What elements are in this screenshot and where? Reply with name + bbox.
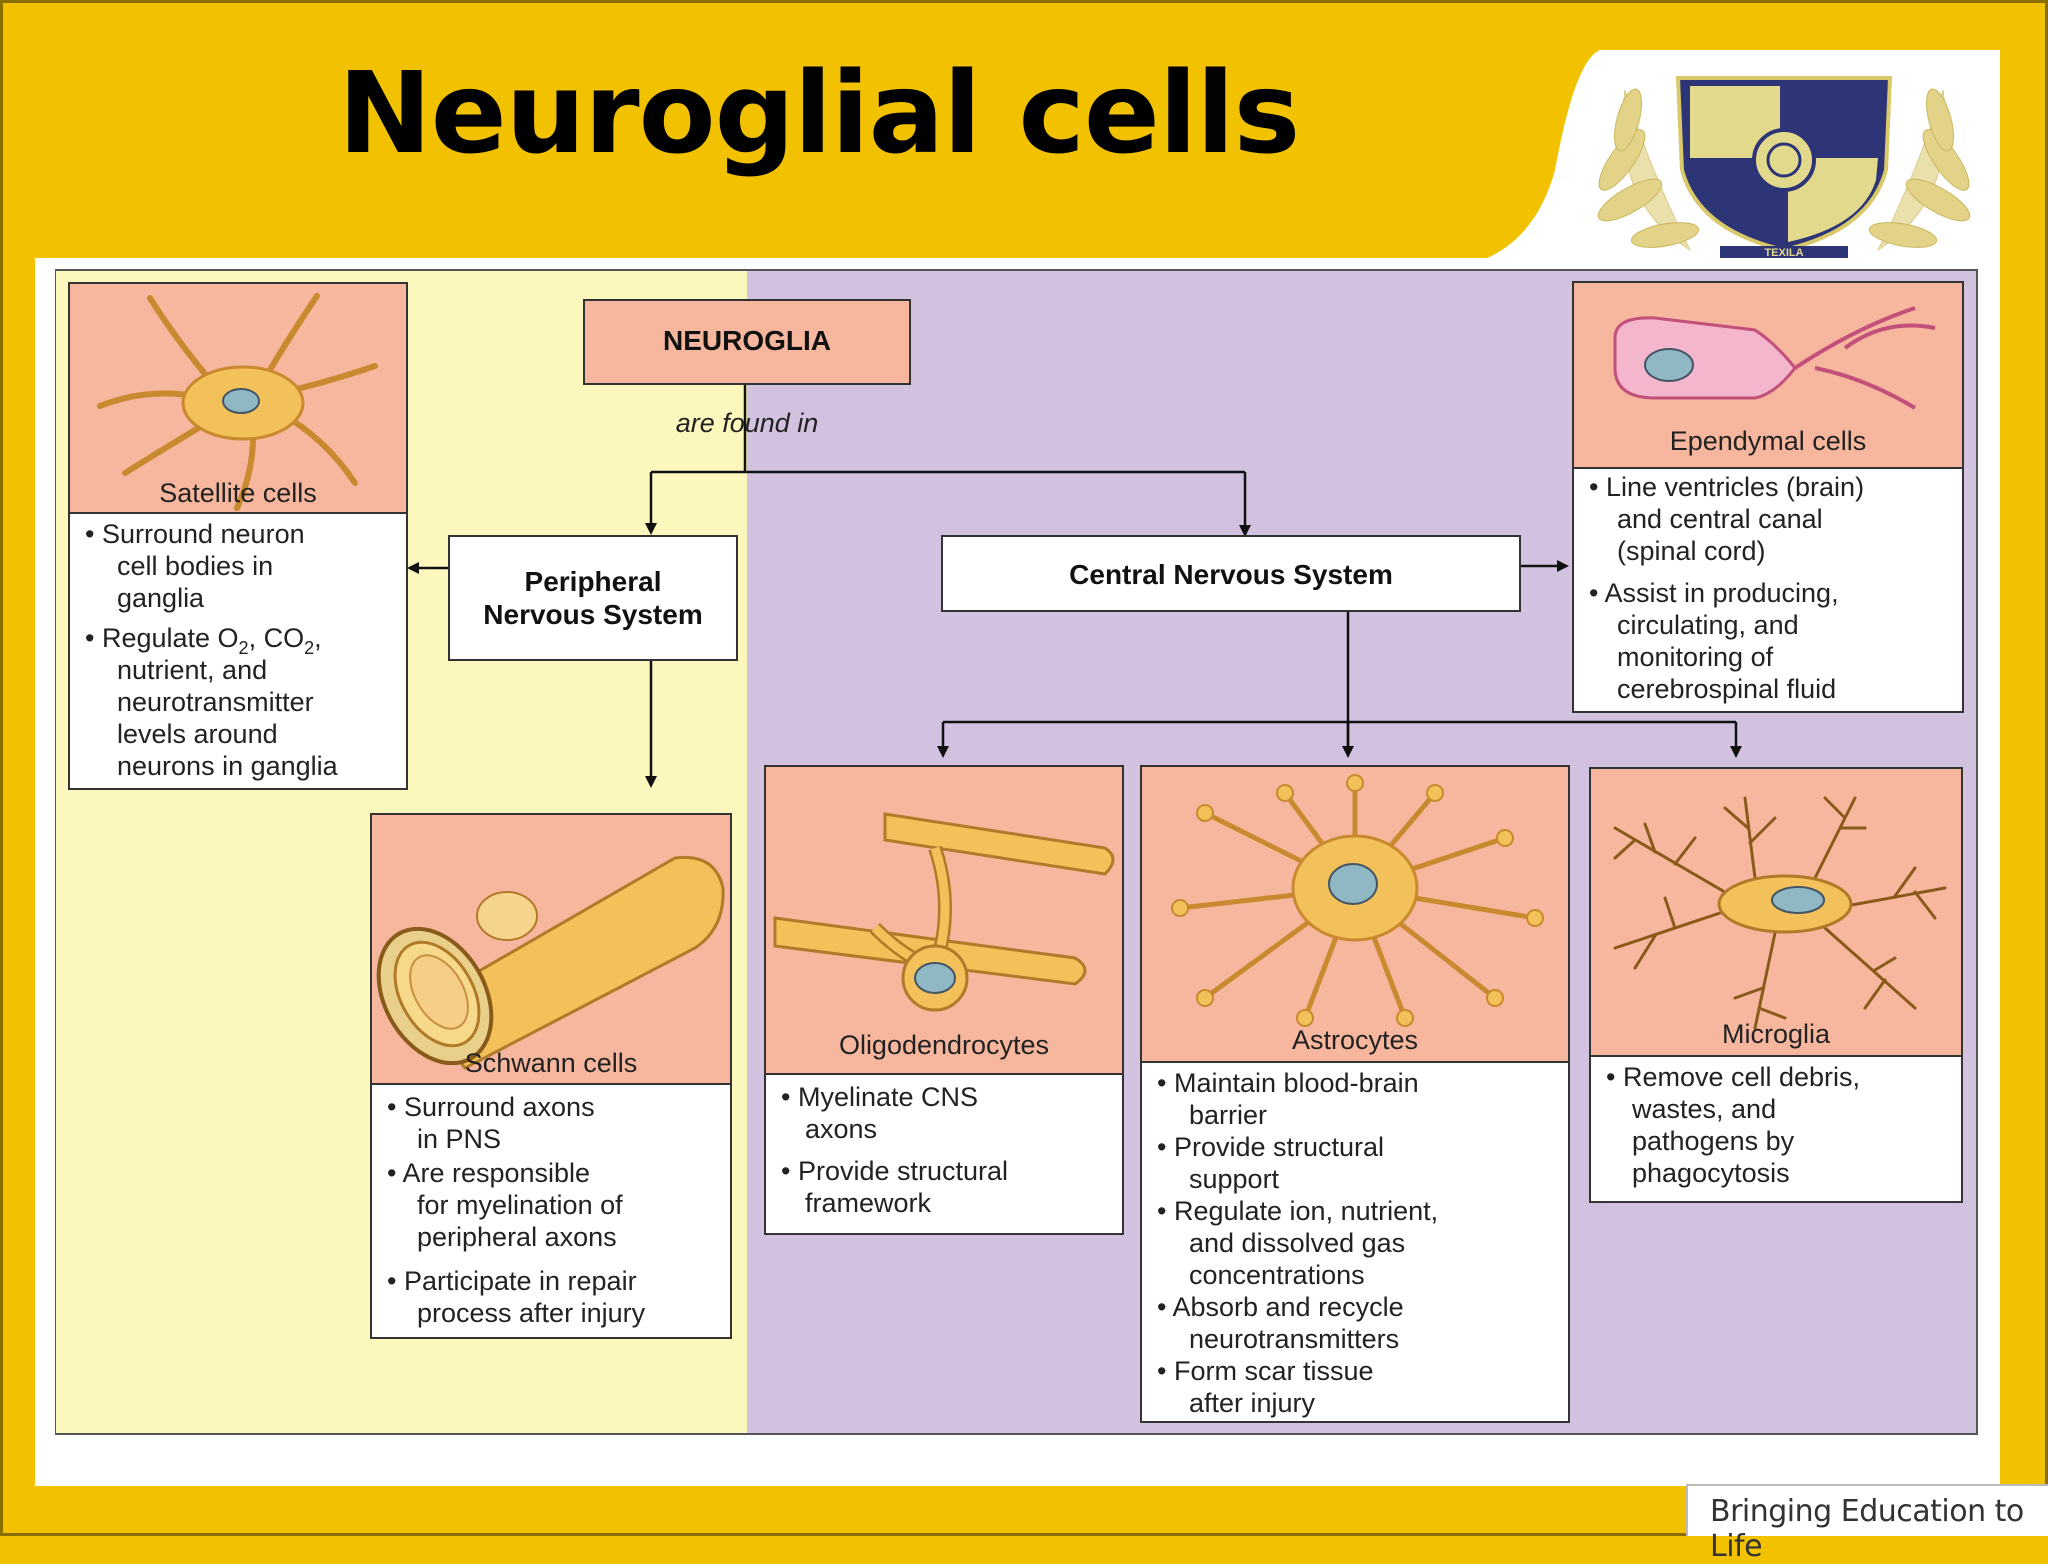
astrocytes-card: Astrocytes • Maintain blood-brain barrie… [1140,765,1570,1423]
astrocyte-endfeet [1171,774,1544,1027]
astrocytes-line: • Provide structural [1157,1132,1384,1162]
oligodendrocytes-name: Oligodendrocytes [839,1030,1049,1060]
satellite-line: • Surround neuron [85,519,305,549]
pns-label-line2: Nervous System [483,599,702,630]
astrocytes-line: concentrations [1189,1260,1365,1290]
cns-label: Central Nervous System [1069,559,1393,590]
satellite-line: levels around [117,719,278,749]
oligodendrocytes-line: framework [805,1188,932,1218]
satellite-line: neurotransmitter [117,687,314,717]
schwann-cells-card: Schwann cells • Surround axons in PNS • … [370,813,732,1339]
tagline-text: Bringing Education to Life [1710,1494,2024,1564]
ependymal-cell-illustration [1613,306,1936,410]
schwann-line: peripheral axons [417,1222,617,1252]
ependymal-cells-card: Ependymal cells • Line ventricles (brain… [1572,281,1964,713]
shield-icon: TEXILA [1675,76,1893,258]
neuroglia-label: NEUROGLIA [663,325,831,356]
found-in-label: are found in [676,408,819,438]
oligodendrocytes-line: axons [805,1114,877,1144]
ependymal-line: and central canal [1617,504,1823,534]
slide-title: Neuroglial cells [338,49,1300,179]
microglia-line: wastes, and [1631,1094,1776,1124]
satellite-nucleus [222,388,260,414]
schwann-line: • Surround axons [387,1092,595,1122]
oligodendrocytes-line: • Myelinate CNS [781,1082,978,1112]
astrocytes-line: • Maintain blood-brain [1157,1068,1419,1098]
microglia-line: phagocytosis [1632,1158,1790,1188]
schwann-line: in PNS [417,1124,501,1154]
astrocytes-name: Astrocytes [1292,1025,1418,1055]
microglia-illustration [1613,796,1947,1030]
schwann-line: process after injury [417,1298,646,1328]
schwann-name: Schwann cells [465,1048,638,1078]
microglia-line: • Remove cell debris, [1606,1062,1860,1092]
laurel-wreath-icon [1597,88,1971,252]
astrocytes-line: after injury [1189,1388,1316,1418]
ependymal-line: (spinal cord) [1617,536,1766,566]
schwann-cell-illustration [376,855,725,1070]
tagline-box: Bringing Education to Life [1686,1484,2048,1564]
pns-box: Peripheral Nervous System [448,535,738,661]
texila-logo: TEXILA [1597,76,1971,258]
schwann-line: • Participate in repair [387,1266,637,1296]
ependymal-line: monitoring of [1617,642,1774,672]
pns-label-line1: Peripheral [525,566,662,597]
oligodendrocyte-illustration [773,812,1115,1012]
schwann-line: • Are responsible [387,1158,590,1188]
astrocytes-line: • Absorb and recycle [1157,1292,1404,1322]
neuroglia-diagram: NEUROGLIA are found in Peripheral Nervou… [55,269,1978,1435]
astrocytes-line: • Form scar tissue [1157,1356,1374,1386]
satellite-name: Satellite cells [159,478,317,508]
oligodendrocytes-line: • Provide structural [781,1156,1008,1186]
microglia-card: Microglia • Remove cell debris, wastes, … [1589,767,1963,1203]
oligodendrocytes-card: Oligodendrocytes • Myelinate CNS axons •… [764,765,1124,1235]
astrocytes-line: and dissolved gas [1189,1228,1405,1258]
astrocytes-line: • Regulate ion, nutrient, [1157,1196,1438,1226]
ependymal-line: • Line ventricles (brain) [1589,472,1864,502]
satellite-line-regulate: • Regulate O2, CO2, [85,623,322,658]
satellite-line: ganglia [117,583,205,613]
astrocytes-line: neurotransmitters [1189,1324,1399,1354]
cns-box: Central Nervous System [941,535,1521,612]
satellite-line: neurons in ganglia [117,751,339,781]
satellite-line: nutrient, and [117,655,267,685]
astrocytes-line: barrier [1189,1100,1267,1130]
ependymal-line: cerebrospinal fluid [1617,674,1836,704]
ependymal-line: • Assist in producing, [1589,578,1839,608]
microglia-line: pathogens by [1632,1126,1795,1156]
microglia-name: Microglia [1722,1019,1831,1049]
satellite-cells-card: Satellite cells • Surround neuron cell b… [68,282,408,790]
ependymal-name: Ependymal cells [1670,426,1867,456]
svg-text:TEXILA: TEXILA [1764,247,1803,258]
ependymal-line: circulating, and [1617,610,1799,640]
neuroglia-box: NEUROGLIA [583,299,911,385]
connector-lines [407,384,1742,788]
schwann-line: for myelination of [417,1190,623,1220]
satellite-line: cell bodies in [117,551,273,581]
astrocytes-line: support [1189,1164,1280,1194]
